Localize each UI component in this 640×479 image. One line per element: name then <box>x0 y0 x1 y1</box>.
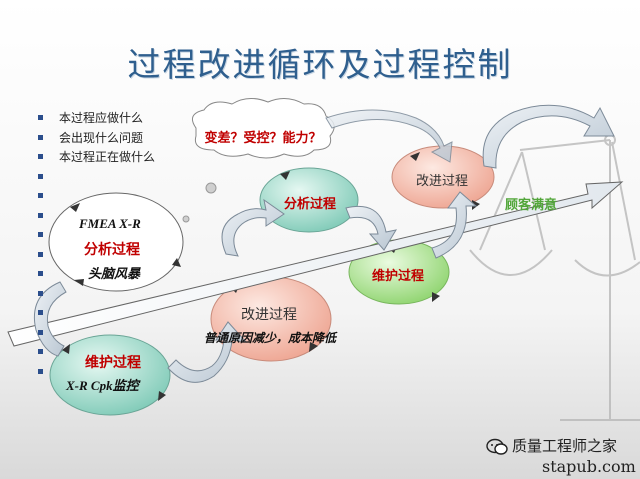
band-arrow-1 <box>33 281 67 357</box>
bullet-list: 本过程应做什么 会出现什么问题 本过程正在做什么 <box>38 108 155 381</box>
upper-mid-circle-label: 分析过程 <box>284 197 337 212</box>
thought-bubble-small <box>182 215 190 223</box>
circle-maintain-bottom-left[interactable] <box>49 334 171 416</box>
band-arrow-6 <box>482 104 615 169</box>
list-item <box>38 303 155 323</box>
bullet-icon <box>38 115 43 121</box>
wechat-icon <box>486 438 508 455</box>
thought-bubble-large <box>205 182 217 194</box>
circle-analysis-upper-mid[interactable] <box>259 167 359 233</box>
band-arrow-7 <box>325 109 453 163</box>
left-circle-line1: FMEA X-R <box>79 216 141 231</box>
circle-analysis-left[interactable] <box>48 192 184 292</box>
list-item <box>38 264 155 284</box>
list-item: 本过程应做什么 <box>38 108 155 128</box>
band-arrow-5 <box>431 191 478 259</box>
bullet-icon <box>38 368 43 374</box>
bullet-icon <box>38 251 43 257</box>
list-item <box>38 186 155 206</box>
bullet-icon <box>38 173 43 179</box>
band-arrow-2 <box>167 321 248 383</box>
list-item <box>38 342 155 362</box>
list-item: 会出现什么问题 <box>38 128 155 148</box>
cloud-question-text: 变差？受控？能力？ <box>204 131 322 146</box>
bottom-mid-circle-line2: 普通原因减少，成本降低 <box>204 331 337 345</box>
bullet-icon <box>38 329 43 335</box>
list-item <box>38 225 155 245</box>
left-circle-line2: 分析过程 <box>84 242 140 258</box>
bullet-icon <box>38 290 43 296</box>
bullet-icon <box>38 349 43 355</box>
list-item <box>38 362 155 382</box>
customer-satisfaction-label: 顾客满意 <box>505 198 558 213</box>
bullet-icon <box>38 271 43 277</box>
list-item <box>38 167 155 187</box>
page-title: 过程改进循环及过程控制 <box>127 45 513 84</box>
upper-right-circle-label: 改进过程 <box>416 174 469 189</box>
left-circle-line3: 头脑风暴 <box>88 267 141 282</box>
bullet-icon <box>38 154 43 160</box>
band-arrow-4 <box>345 206 398 251</box>
list-item <box>38 323 155 343</box>
right-mid-circle-label: 维护过程 <box>372 269 425 284</box>
main-improvement-arrow <box>7 181 624 347</box>
watermark-url: stapub.com <box>542 457 636 476</box>
bottom-left-circle-line1: 维护过程 <box>85 355 141 371</box>
bullet-icon <box>38 212 43 218</box>
band-arrow-3 <box>221 198 285 257</box>
bullet-icon <box>38 134 43 140</box>
bottom-mid-circle-line1: 改进过程 <box>241 307 297 323</box>
bullet-icon <box>38 232 43 238</box>
list-item <box>38 284 155 304</box>
bottom-left-circle-line2: X-R Cpk监控 <box>66 378 139 393</box>
list-item <box>38 245 155 265</box>
list-item <box>38 206 155 226</box>
list-item: 本过程正在做什么 <box>38 147 155 167</box>
bullet-icon <box>38 310 43 316</box>
bullet-icon <box>38 193 43 199</box>
watermark-name: 质量工程师之家 <box>512 437 618 455</box>
